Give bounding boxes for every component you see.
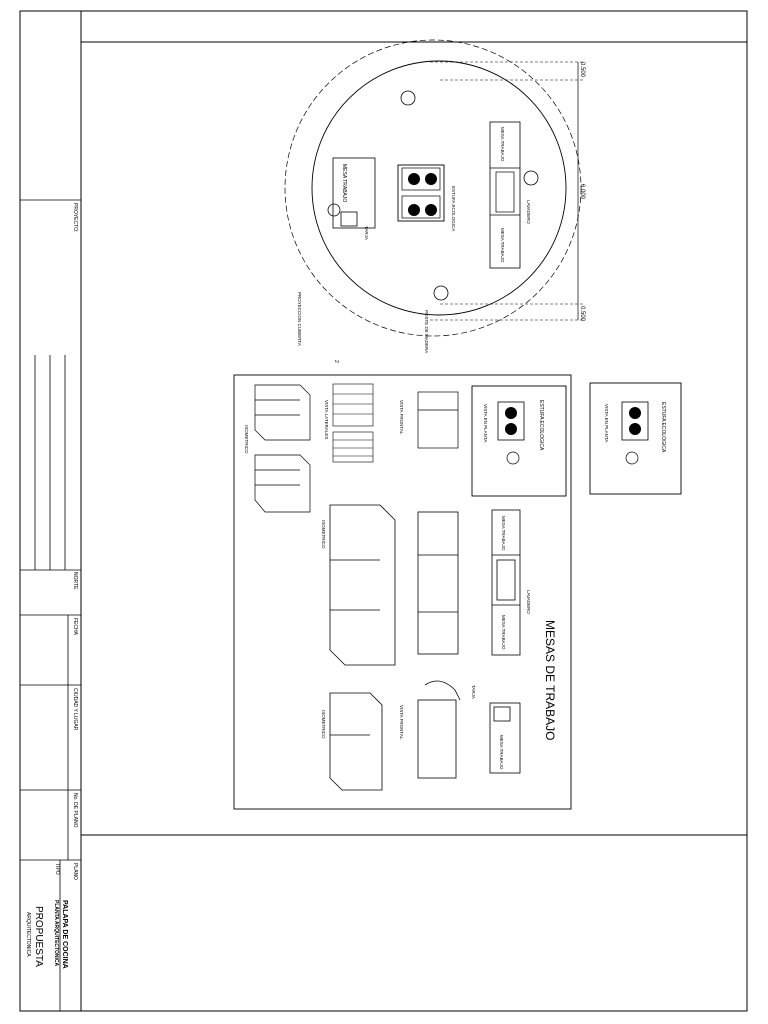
small-table-label: MESA TRABAJO — [499, 735, 504, 770]
stove-detail: ESTUFA ECOLOGICA VISTA EN PLANTA — [471, 385, 567, 497]
long-table-lavadero-label: LAVADERO — [526, 590, 531, 614]
long-table-isometric — [329, 504, 396, 666]
details-heading: MESAS DE TRABAJO — [543, 620, 557, 740]
frontal-view — [417, 391, 459, 449]
proposal-subtitle: ARQUITECTONICA — [25, 912, 31, 957]
stove-outer-label: ESTUFA ECOLOGICA — [660, 402, 666, 453]
post-icon — [523, 170, 539, 186]
dim-top: 0.500 — [579, 62, 585, 78]
post-icon — [327, 203, 341, 217]
tarja-label: TARJA — [364, 226, 369, 240]
long-table-front — [417, 511, 459, 655]
stove-label: ESTUFA ECOLOGICA — [451, 186, 456, 231]
small-table-front — [417, 680, 461, 779]
isometric-label: ISOMETRICO — [244, 425, 249, 454]
small-table-tarja-label: TARJA — [471, 685, 476, 699]
burner-icon — [629, 423, 641, 435]
sink-icon — [340, 211, 358, 227]
post-icon — [400, 90, 416, 106]
work-table-right-top-label: MESA TRABAJO — [500, 127, 505, 162]
long-table-top-label: MESA TRABAJO — [501, 516, 506, 551]
tipo-label: TIPO — [54, 863, 60, 875]
burner-icon — [408, 173, 420, 185]
dim-bot: 0.500 — [579, 306, 585, 322]
small-table-front-label: VISTA FRONTAL — [399, 705, 404, 740]
burner-icon — [408, 204, 420, 216]
floor-circle — [311, 60, 567, 316]
floor-plan: MESA TRABAJO TARJA ESTUFA ECOLOGICA MESA… — [284, 39, 585, 363]
project-name: PALAPA DE COCINA — [61, 900, 68, 969]
norte-label: NORTE — [72, 572, 78, 590]
small-table-plan — [489, 702, 521, 774]
isometric-stoves — [254, 384, 311, 513]
frontal-view-label: VISTA FRONTAL — [399, 400, 404, 435]
burner-icon — [425, 173, 437, 185]
lateral-views — [332, 383, 374, 463]
ciudad-label: CIUDAD Y LUGAR — [72, 688, 78, 731]
fecha-label: FECHA — [72, 618, 78, 636]
stove-detail-outer: ESTUFA ECOLOGICA VISTA EN PLANTA — [589, 382, 682, 495]
stove — [397, 164, 445, 222]
work-table-right — [489, 121, 521, 269]
small-table-isometric — [329, 692, 383, 791]
stove-detail-view-label: VISTA EN PLANTA — [483, 404, 488, 442]
burner-icon — [505, 407, 517, 419]
section-marker: 2 — [333, 360, 339, 363]
details-panel — [233, 374, 572, 810]
burner-icon — [425, 204, 437, 216]
small-table-isometric-label: ISOMETRICO — [321, 710, 326, 739]
long-table-bottom-label: MESA TRABAJO — [501, 615, 506, 650]
roof-projection-label: PROYECCION CUBIERTA — [297, 292, 302, 346]
lavadero-label: LAVADERO — [526, 200, 531, 224]
work-table-left-label: MESA TRABAJO — [341, 164, 347, 202]
roof-projection-circle — [284, 39, 582, 337]
plano-label: PLANO — [72, 863, 78, 880]
lateral-view-label: VISTA LATERALES — [324, 400, 329, 439]
long-table-isometric-label: ISOMETRICO — [321, 520, 326, 549]
sheet-border — [19, 10, 748, 1012]
long-table-plan — [491, 509, 521, 656]
post-label: POSTE DE MADERA — [424, 310, 429, 353]
stove-detail-label: ESTUFA ECOLOGICA — [538, 400, 544, 451]
proyecto-label: PROYECTO: — [72, 203, 78, 232]
work-table-right-bottom-label: MESA TRABAJO — [500, 228, 505, 263]
proposal-title: PROPUESTA — [33, 906, 44, 967]
post-icon — [433, 285, 449, 301]
title-block — [20, 199, 81, 1011]
burner-icon — [505, 423, 517, 435]
no-plano-label: No. DE PLANO — [72, 793, 78, 828]
drawing-name: PLANTA ARQUITECTONICA — [53, 900, 59, 966]
burner-icon — [629, 407, 641, 419]
dim-mid: 6.000 — [579, 184, 585, 200]
stove-outer-view-label: VISTA EN PLANTA — [604, 404, 609, 442]
work-table-left — [332, 157, 376, 229]
lavadero-basin — [495, 171, 515, 213]
